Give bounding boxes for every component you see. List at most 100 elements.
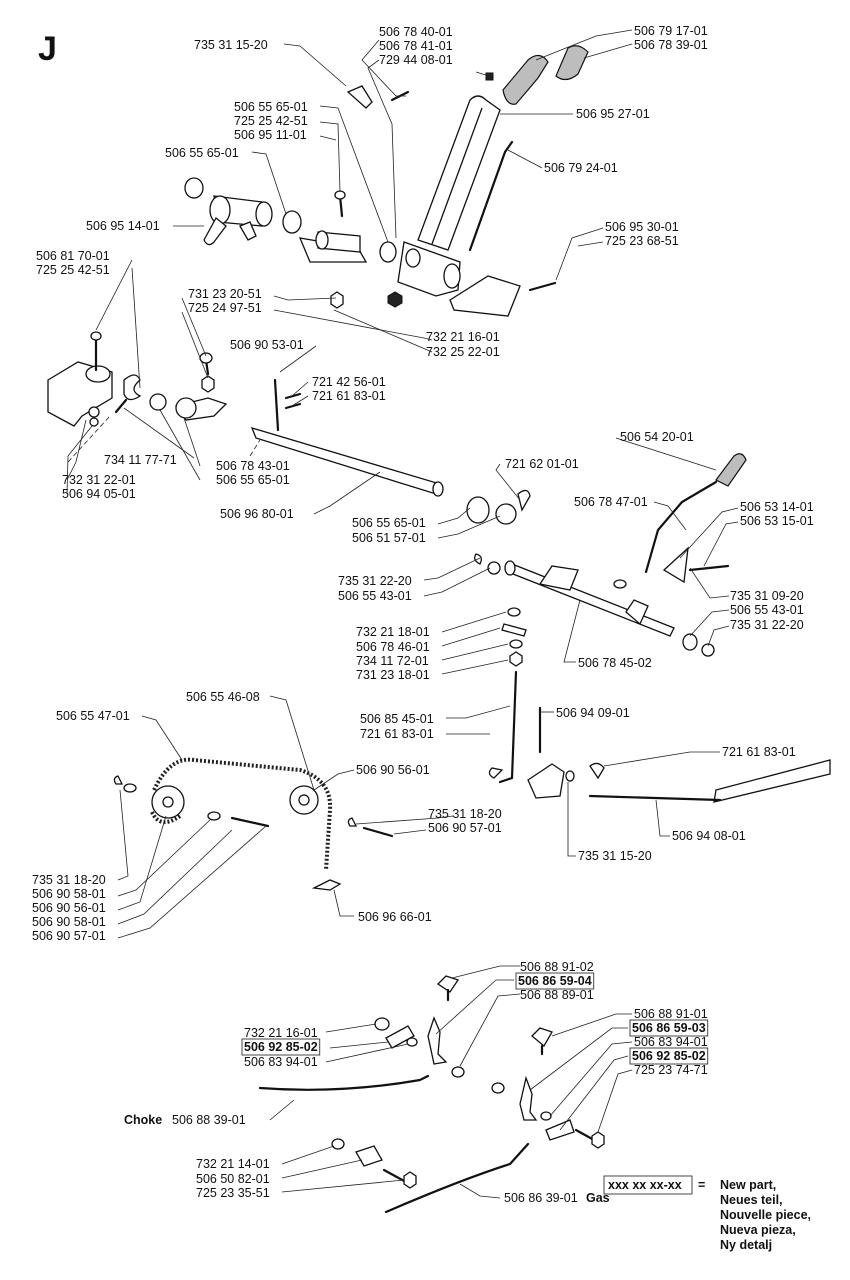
part-label-p17: 725 25 42-51 [36,263,110,277]
part-label-p60: 506 90 58-01 [32,887,106,901]
part-label-p67: 506 88 89-01 [520,988,594,1002]
part-label-p21: 732 25 22-01 [426,345,500,359]
part-label-p49: 506 55 47-01 [56,709,130,723]
part-label-p54: 506 90 56-01 [356,763,430,777]
part-label-p50: 506 94 09-01 [556,706,630,720]
part-label-p40: 735 31 09-20 [730,589,804,603]
part-label-p13: 506 95 14-01 [86,219,160,233]
legend-equals: = [698,1178,705,1192]
part-label-p44: 506 78 46-01 [356,640,430,654]
part-label-p53: 721 61 83-01 [722,745,796,759]
part-label-p56: 506 90 57-01 [428,821,502,835]
part-label-p30: 506 94 05-01 [62,487,136,501]
part-label-p42: 735 31 22-20 [730,618,804,632]
part-label-p19: 725 24 97-51 [188,301,262,315]
part-label-p65: 506 88 91-02 [520,960,594,974]
part-label-p3: 506 78 41-01 [379,39,453,53]
legend-line-2: Neues teil, [720,1193,783,1207]
part-label-p72: 506 86 59-03 [632,1021,706,1035]
new-part-box-p69 [241,1038,321,1056]
part-label-p48: 506 55 46-08 [186,690,260,704]
new-part-legend: xxx xx xx-xx = New part, Neues teil, Nou… [603,1175,811,1252]
part-label-p14: 506 95 30-01 [605,220,679,234]
new-part-box-p66 [515,972,595,990]
part-label-p58: 735 31 15-20 [578,849,652,863]
new-part-box-p74 [629,1047,709,1065]
part-label-p80: 725 23 35-51 [196,1186,270,1200]
part-label-p52: 721 61 83-01 [360,727,434,741]
part-label-p70: 506 83 94-01 [244,1055,318,1069]
part-label-p22: 506 90 53-01 [230,338,304,352]
part-label-p78: 732 21 14-01 [196,1157,270,1171]
part-label-p11: 506 55 65-01 [165,146,239,160]
part-label-p9: 506 95 11-01 [234,128,307,142]
part-label-p5: 506 79 17-01 [634,24,708,38]
part-label-p32: 506 78 47-01 [574,495,648,509]
part-label-p26: 734 11 77-71 [104,453,177,467]
part-label-p12: 506 79 24-01 [544,161,618,175]
part-label-p29: 506 55 65-01 [216,473,290,487]
left-arm-assembly [47,331,228,427]
part-label-p55: 735 31 18-20 [428,807,502,821]
throttle-cross-shaft [474,453,747,657]
part-label-p25: 506 54 20-01 [620,430,694,444]
part-label-p2: 506 78 40-01 [379,25,453,39]
part-label-p61: 506 90 56-01 [32,901,106,915]
part-label-p62: 506 90 58-01 [32,915,106,929]
part-label-p35: 506 96 80-01 [220,507,294,521]
part-label-p51: 506 85 45-01 [360,712,434,726]
part-label-p73: 506 83 94-01 [634,1035,708,1049]
legend-line-4: Nueva pieza, [720,1223,796,1237]
part-label-p79: 506 50 82-01 [196,1172,270,1186]
part-label-p75: 725 23 74-71 [634,1063,708,1077]
part-label-p57: 506 94 08-01 [672,829,746,843]
legend-sample: xxx xx xx-xx [608,1178,682,1192]
new-part-box-p72 [629,1019,709,1037]
part-label-p16: 506 81 70-01 [36,249,110,263]
legend-sample-box [603,1175,693,1195]
pivot-bracket-assembly [184,85,421,309]
part-label-p37: 506 51 57-01 [352,531,426,545]
part-label-p82: Gas [586,1191,610,1205]
part-label-p7: 506 55 65-01 [234,100,308,114]
part-label-p74: 506 92 85-02 [632,1049,706,1063]
part-label-p24: 721 61 83-01 [312,389,386,403]
part-label-p1: 735 31 15-20 [194,38,268,52]
part-label-p18: 731 23 20-51 [188,287,262,301]
legend-line-1: New part, [720,1178,776,1192]
part-label-p27: 506 78 43-01 [216,459,290,473]
leader-lines [66,29,739,1199]
part-label-p64: 506 96 66-01 [358,910,432,924]
part-label-p4: 729 44 08-01 [379,53,453,67]
part-label-p20: 732 21 16-01 [426,330,500,344]
part-label-p68: 732 21 16-01 [244,1026,318,1040]
part-label-p81: 506 86 39-01 [504,1191,578,1205]
part-label-p71: 506 88 91-01 [634,1007,708,1021]
part-label-p77: 506 88 39-01 [172,1113,246,1127]
part-label-p76: Choke [124,1113,162,1127]
part-label-p66: 506 86 59-04 [518,974,592,988]
part-label-p31: 721 62 01-01 [505,457,579,471]
part-label-p43: 732 21 18-01 [356,625,430,639]
part-label-p10: 506 95 27-01 [576,107,650,121]
part-label-p8: 725 25 42-51 [234,114,308,128]
link-rod-stack [488,607,831,803]
part-label-p63: 506 90 57-01 [32,929,106,943]
section-letter: J [38,30,57,68]
part-label-p6: 506 78 39-01 [634,38,708,52]
carburettor-linkage-assembly [258,975,605,1214]
main-shaft [250,378,531,525]
part-label-p23: 721 42 56-01 [312,375,386,389]
part-label-p34: 506 53 15-01 [740,514,814,528]
part-label-p33: 506 53 14-01 [740,500,814,514]
handle-lever-assembly [387,45,589,317]
part-drawings [47,45,831,1214]
legend-line-3: Nouvelle piece, [720,1208,811,1222]
part-label-p38: 735 31 22-20 [338,574,412,588]
part-label-p39: 506 55 43-01 [338,589,412,603]
part-label-p41: 506 55 43-01 [730,603,804,617]
part-label-p45: 734 11 72-01 [356,654,429,668]
part-label-p59: 735 31 18-20 [32,873,106,887]
